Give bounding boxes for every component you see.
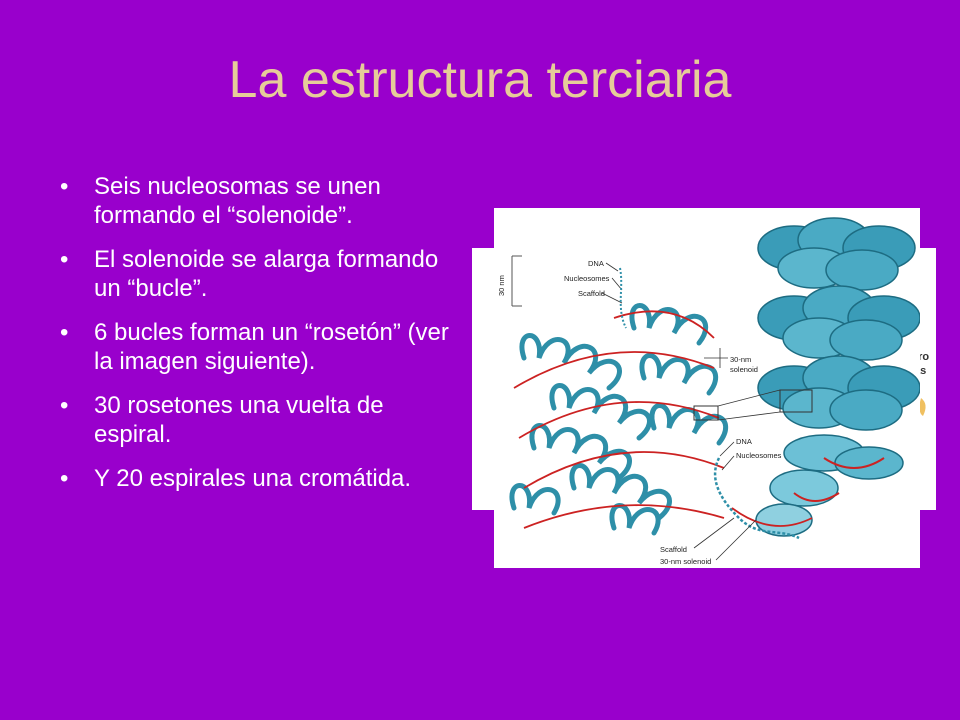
label-scaffold-top: Scaffold xyxy=(578,289,605,298)
chromatin-diagram: 30 nm DNA Nucleosomes Scaffold 30-nm sol… xyxy=(494,208,921,568)
bullet-item: • El solenoide se alarga formando un “buc… xyxy=(56,245,456,303)
dna-strand-top xyxy=(619,267,627,329)
solenoid-stacks xyxy=(755,217,921,537)
label-dna-top: DNA xyxy=(588,259,604,268)
label-scaffold-bottom: Scaffold xyxy=(660,545,687,554)
zoom-box xyxy=(693,405,719,421)
bullet-dot: • xyxy=(60,319,69,346)
scale-label: 30 nm xyxy=(497,275,506,296)
label-nucleosomes-bottom: Nucleosomes xyxy=(736,451,782,460)
chromatin-svg: 30 nm DNA Nucleosomes Scaffold 30-nm sol… xyxy=(497,217,921,566)
bullet-dot: • xyxy=(60,465,69,492)
bullet-text: El solenoide se alarga formando un “bucl… xyxy=(94,246,439,302)
bullet-item: • 30 rosetones una vuelta de espiral. xyxy=(56,391,456,449)
label-solenoid-bottom: 30-nm solenoid xyxy=(660,557,711,566)
bullet-list: • Seis nucleosomas se unen formando el “s… xyxy=(56,172,456,508)
bullet-text: 30 rosetones una vuelta de espiral. xyxy=(94,392,384,448)
scaffold-bottom xyxy=(731,507,813,527)
bottom-leader-lines-2 xyxy=(693,517,757,561)
mid-leader-lines xyxy=(704,348,728,368)
slide-title: La estructura terciaria xyxy=(228,51,732,109)
bullet-text: 6 bucles forman un “rosetón” (ver la ima… xyxy=(94,319,449,375)
bullet-dot: • xyxy=(60,173,69,200)
cropped-shape xyxy=(919,398,926,416)
scaffold-lines xyxy=(513,310,725,529)
rosette-loops xyxy=(509,303,729,536)
bullet-dot: • xyxy=(60,392,69,419)
bullet-text: Seis nucleosomas se unen formando el “so… xyxy=(94,173,381,229)
bottom-leader-lines xyxy=(719,441,735,471)
bullet-text: Y 20 espirales una cromátida. xyxy=(94,465,412,492)
chromatin-figure: ero as xyxy=(472,208,936,568)
zoom-lines xyxy=(717,389,781,421)
label-nucleosomes-top: Nucleosomes xyxy=(564,274,610,283)
label-solenoid-mid-2: solenoid xyxy=(730,365,758,374)
dna-strand-bottom xyxy=(713,457,800,540)
bullet-item: • 6 bucles forman un “rosetón” (ver la im… xyxy=(56,318,456,376)
bullet-item: • Seis nucleosomas se unen formando el “s… xyxy=(56,172,456,230)
label-solenoid-mid-1: 30-nm xyxy=(730,355,751,364)
bullet-dot: • xyxy=(60,246,69,273)
scale-bar xyxy=(511,255,522,307)
label-dna-bottom: DNA xyxy=(736,437,752,446)
top-leader-lines xyxy=(601,262,623,304)
bullet-item: • Y 20 espirales una cromátida. xyxy=(56,464,456,493)
